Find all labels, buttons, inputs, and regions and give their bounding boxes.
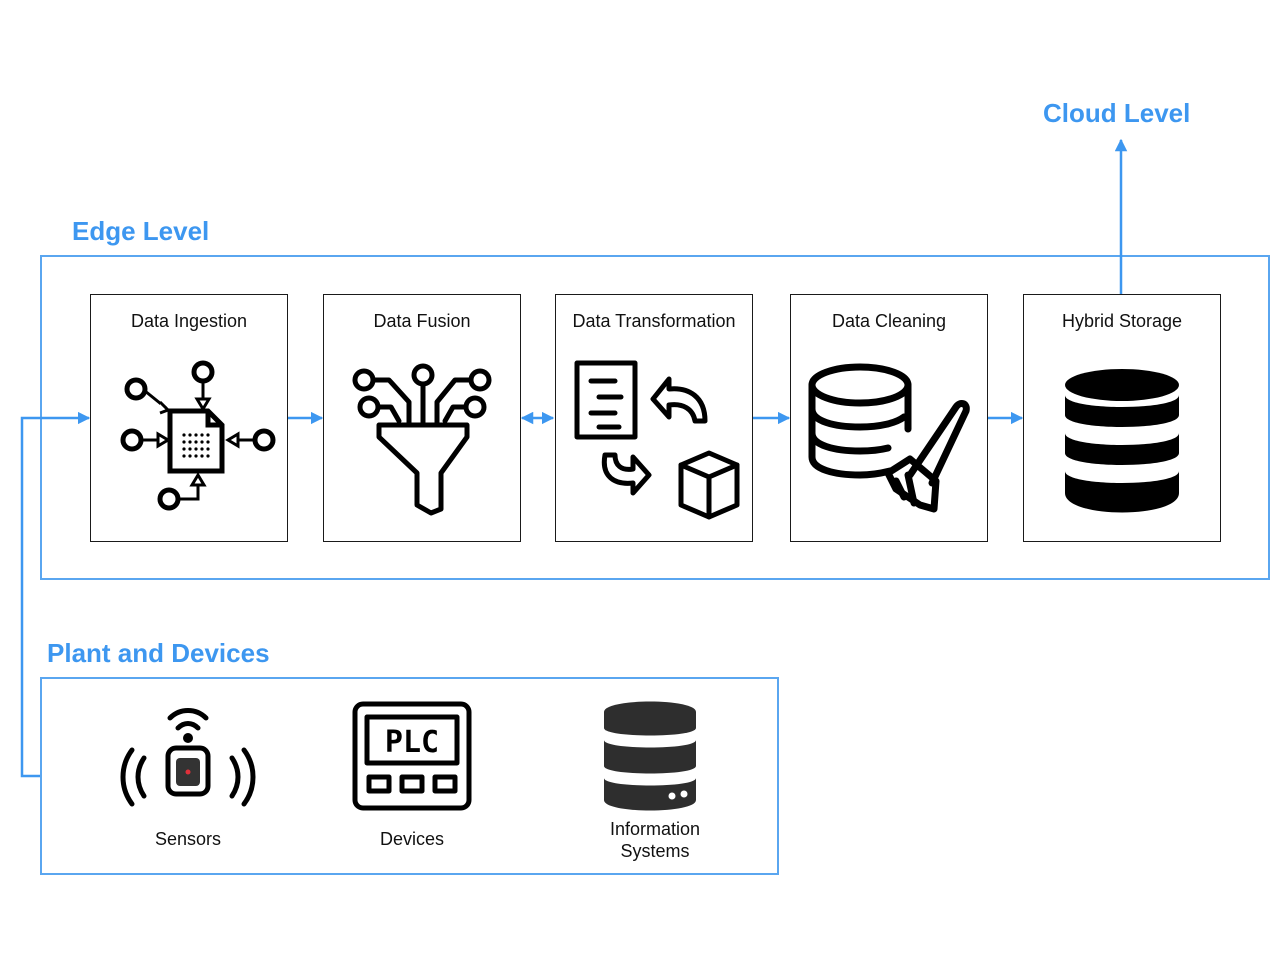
edge-level-title: Edge Level	[72, 216, 210, 246]
stage-label: Hybrid Storage	[1061, 311, 1183, 331]
plant-to-ingestion-arrow	[20, 411, 91, 778]
device-label-sensors: Sensors	[154, 829, 222, 849]
device-label-information-systems: Information Systems	[609, 819, 701, 861]
plc-text: PLC	[385, 725, 439, 760]
cloud-level-title: Cloud Level	[1043, 98, 1191, 128]
stage-data-transformation: Data Transformation	[555, 294, 753, 542]
stage-data-cleaning: Data Cleaning	[790, 294, 988, 542]
stage-label: Data Transformation	[572, 311, 736, 331]
stage-data-fusion: Data Fusion	[323, 294, 521, 542]
data-transformation-icon	[574, 360, 740, 520]
stage-label: Data Fusion	[373, 311, 471, 331]
sensor-icon	[120, 708, 256, 807]
plant-level-frame	[40, 677, 779, 875]
stage-label: Data Cleaning	[831, 311, 947, 331]
plant-level-title: Plant and Devices	[47, 638, 270, 668]
stage-label: Data Ingestion	[130, 311, 248, 331]
plc-icon: PLC	[352, 701, 472, 811]
stage-data-ingestion: Data Ingestion	[90, 294, 288, 542]
database-icon	[1065, 369, 1179, 513]
database-broom-icon	[808, 363, 970, 513]
data-ingestion-icon	[120, 360, 276, 511]
stage-hybrid-storage: Hybrid Storage	[1023, 294, 1221, 542]
device-label-devices: Devices	[379, 829, 445, 849]
server-database-icon	[604, 701, 696, 811]
funnel-icon	[352, 363, 492, 516]
